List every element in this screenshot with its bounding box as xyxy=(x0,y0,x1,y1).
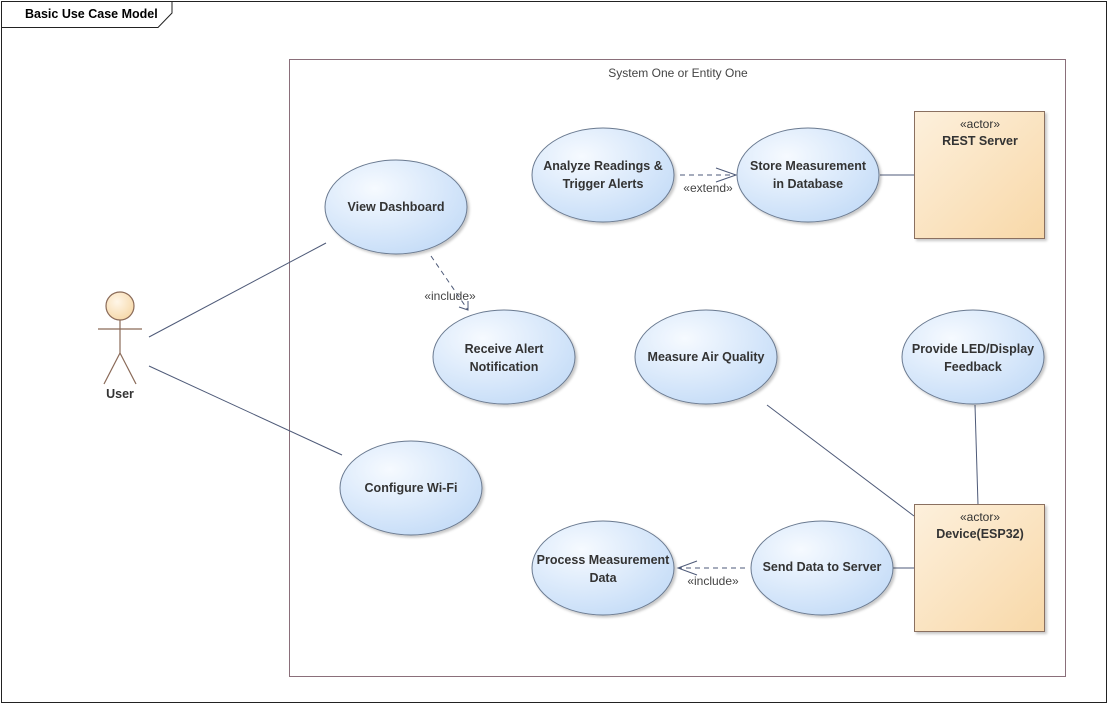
assoc-user-view-dashboard xyxy=(148,242,327,338)
process-label-line1: Process Measurement xyxy=(537,553,671,567)
actor-user[interactable]: User xyxy=(98,291,142,401)
dependencies xyxy=(430,174,745,569)
device-label: Device(ESP32) xyxy=(936,527,1024,541)
configure-wifi-label: Configure Wi-Fi xyxy=(365,481,458,495)
usecase-receive-alert[interactable]: Receive Alert Notification xyxy=(432,309,576,405)
usecase-configure-wifi[interactable]: Configure Wi-Fi xyxy=(339,440,483,536)
actor-rest-server[interactable]: «actor» REST Server xyxy=(914,111,1045,239)
actor-user-label: User xyxy=(106,387,134,401)
actor-body-icon xyxy=(98,320,142,385)
provide-led-label-line1: Provide LED/Display xyxy=(912,342,1034,356)
frame-title-tab xyxy=(1,1,173,28)
measure-label: Measure Air Quality xyxy=(648,350,765,364)
device-stereotype: «actor» xyxy=(960,510,1000,524)
view-dashboard-label: View Dashboard xyxy=(347,200,444,214)
rest-server-label: REST Server xyxy=(942,134,1018,148)
send-data-label: Send Data to Server xyxy=(763,560,882,574)
analyze-label-line1: Analyze Readings & xyxy=(543,159,662,173)
store-label-line2: in Database xyxy=(773,177,843,191)
assoc-user-configure-wifi xyxy=(148,365,343,456)
analyze-label-line2: Trigger Alerts xyxy=(563,177,644,191)
usecase-view-dashboard[interactable]: View Dashboard xyxy=(324,159,468,255)
usecase-analyze-readings[interactable]: Analyze Readings & Trigger Alerts xyxy=(531,127,675,223)
process-label-line2: Data xyxy=(589,571,617,585)
receive-alert-label-line1: Receive Alert xyxy=(465,342,545,356)
assoc-measure-device xyxy=(766,404,915,517)
system-boundary-label: System One or Entity One xyxy=(608,66,748,80)
include-view-receive xyxy=(430,255,469,311)
usecase-measure-air-quality[interactable]: Measure Air Quality xyxy=(634,309,778,405)
usecase-send-data[interactable]: Send Data to Server xyxy=(750,520,894,616)
usecase-store-measurement[interactable]: Store Measurement in Database xyxy=(736,127,880,223)
associations xyxy=(148,174,979,569)
rest-server-stereotype: «actor» xyxy=(960,117,1000,131)
actor-device[interactable]: «actor» Device(ESP32) xyxy=(914,504,1045,632)
usecase-provide-led[interactable]: Provide LED/Display Feedback xyxy=(901,309,1045,405)
include-label-1: «include» xyxy=(424,289,476,303)
usecase-process-measurement[interactable]: Process Measurement Data xyxy=(531,520,675,616)
assoc-led-device xyxy=(974,404,979,506)
provide-led-label-line2: Feedback xyxy=(944,360,1002,374)
receive-alert-label-line2: Notification xyxy=(470,360,539,374)
extend-label: «extend» xyxy=(683,181,733,195)
arrowheads xyxy=(458,167,738,576)
include-label-2: «include» xyxy=(687,574,739,588)
store-label-line1: Store Measurement xyxy=(750,159,867,173)
actor-head-icon xyxy=(105,291,135,321)
system-boundary xyxy=(289,59,1066,677)
diagram-title: Basic Use Case Model xyxy=(25,7,158,21)
